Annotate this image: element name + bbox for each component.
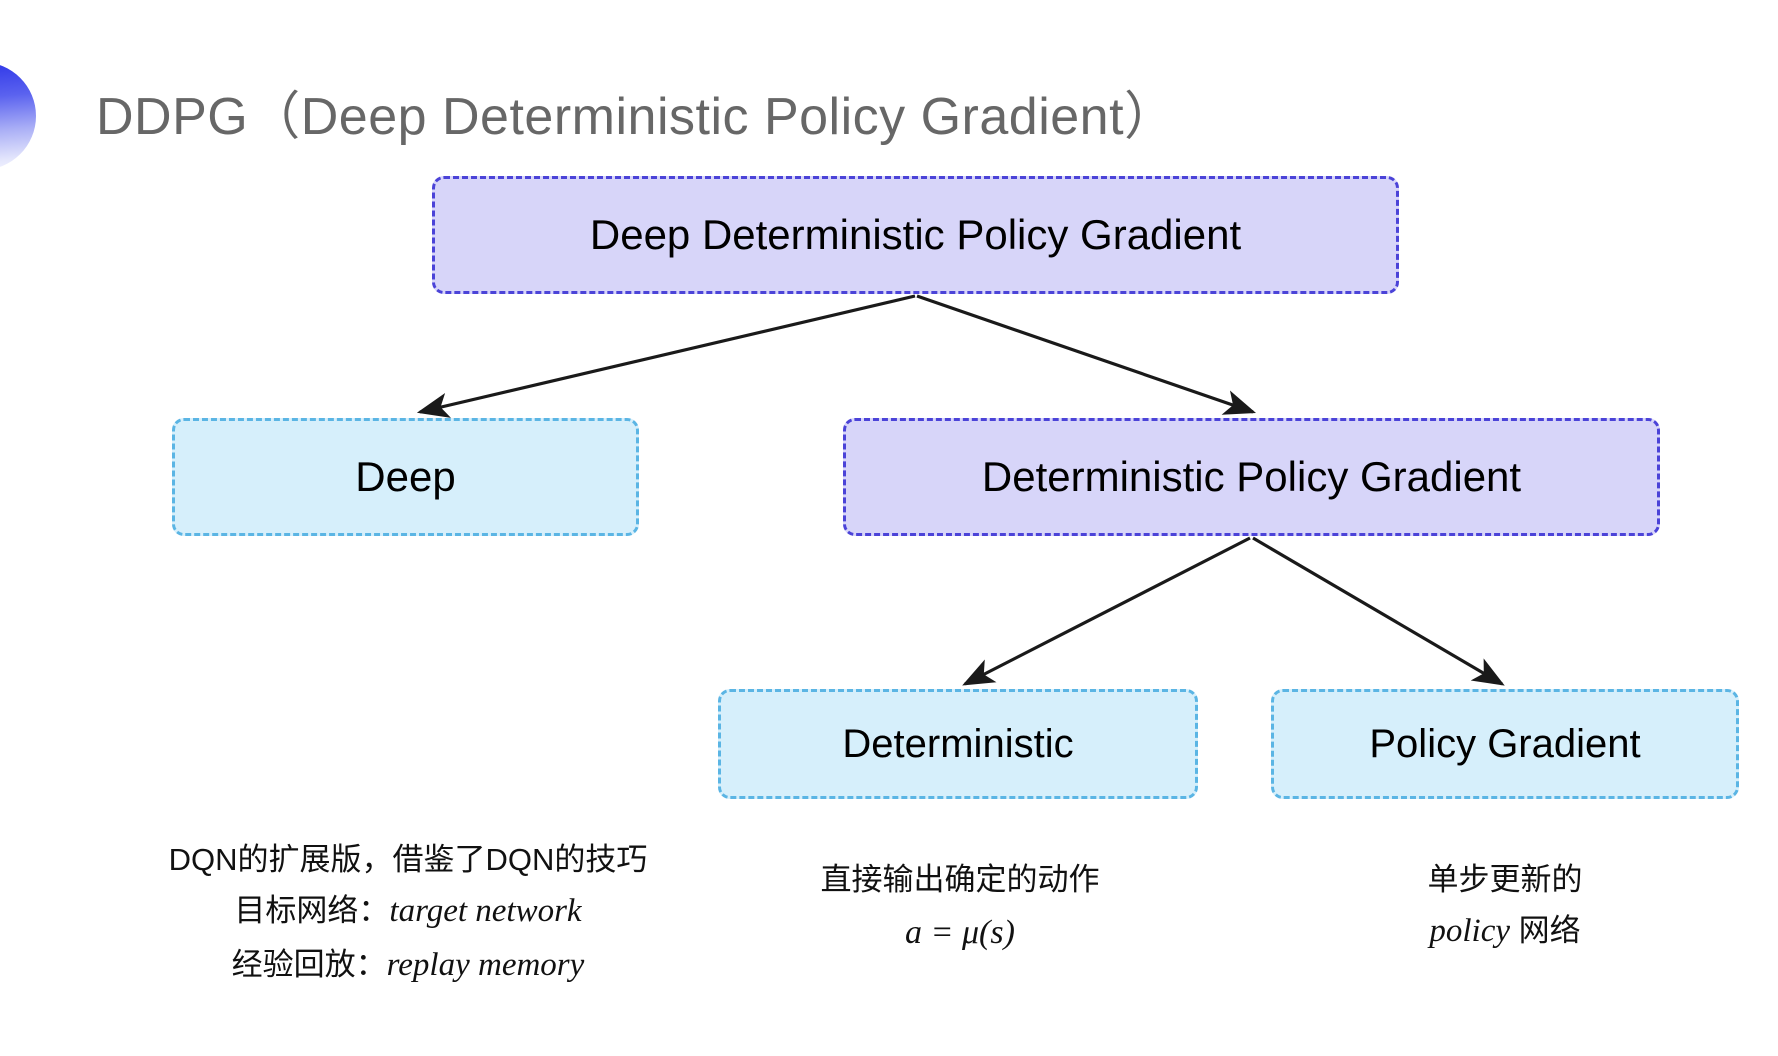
caption-deterministic-line-1: 直接输出确定的动作 — [820, 862, 1100, 897]
caption-deep-line-3: 经验回放：replay memory — [108, 939, 708, 992]
caption-policy-gradient-line-1: 单步更新的 — [1427, 862, 1583, 897]
node-deep[interactable]: Deep — [172, 418, 639, 536]
caption-policy-gradient-line-2: policy 网络 — [1290, 905, 1720, 958]
half-circle-gradient-icon — [0, 62, 36, 170]
node-deterministic-policy-gradient[interactable]: Deterministic Policy Gradient — [843, 418, 1660, 536]
node-deterministic[interactable]: Deterministic — [718, 689, 1198, 799]
caption-deep-line-2-term: target network — [389, 893, 582, 930]
edge-root-to-deep — [416, 294, 916, 418]
page-title: DDPG（Deep Deterministic Policy Gradient） — [96, 88, 1177, 146]
caption-deep-line-2: 目标网络：target network — [108, 885, 708, 938]
node-deep-deterministic-policy-gradient[interactable]: Deep Deterministic Policy Gradient — [432, 176, 1399, 294]
edge-dpg-to-deterministic — [962, 536, 1251, 686]
caption-deep-line-3-label: 经验回放： — [231, 946, 387, 982]
caption-policy-gradient-term: policy — [1429, 913, 1510, 950]
caption-policy-gradient: 单步更新的 policy 网络 — [1290, 855, 1720, 959]
caption-deep-line-2-label: 目标网络： — [234, 893, 390, 929]
node-policy-gradient[interactable]: Policy Gradient — [1271, 689, 1739, 799]
caption-deep-line-1: DQN的扩展版，借鉴了DQN的技巧 — [168, 842, 648, 877]
caption-policy-gradient-suffix: 网络 — [1510, 913, 1581, 949]
caption-deterministic: 直接输出确定的动作 a = μ(s) — [740, 855, 1180, 960]
edge-root-to-dpg — [916, 294, 1257, 415]
edge-dpg-to-policy-gradient — [1252, 536, 1505, 686]
caption-deep: DQN的扩展版，借鉴了DQN的技巧 目标网络：target network 经验… — [108, 835, 708, 992]
caption-deterministic-formula: a = μ(s) — [905, 914, 1015, 952]
caption-deep-line-3-term: replay memory — [386, 946, 585, 983]
